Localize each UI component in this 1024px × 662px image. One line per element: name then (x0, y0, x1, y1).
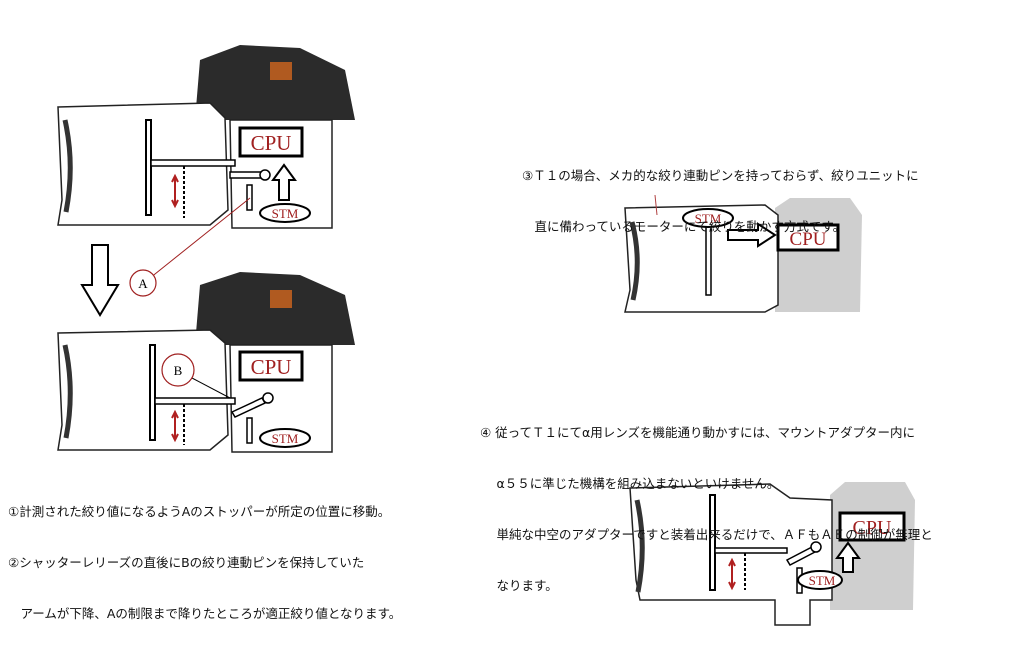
arrow-right-icon (727, 222, 777, 248)
callout-a (129, 269, 157, 297)
stm-label: STM (272, 431, 299, 446)
camera-prism-cutaway (195, 45, 355, 120)
alpha55-diagram-after: CPU STM B (57, 272, 355, 453)
cpu-label: CPU (251, 131, 292, 155)
t1-diagram: STM CPU (624, 194, 862, 313)
note-line: ③Ｔ１の場合、メカ的な絞り連動ピンを持っておらず、絞りユニットに (522, 168, 919, 183)
note-line: アームが下降、Aの制限まで降りたところが適正絞り値となります。 (8, 606, 402, 621)
note-line: 単純な中空のアダプターですと装着出来るだけで、ＡＦもＡＥの制御が無理と (480, 527, 933, 542)
alpha55-diagram-before: CPU STM A (57, 45, 355, 317)
note-line: ②シャッターレリーズの直後にBの絞り連動ピンを保持していた (8, 555, 365, 570)
lens-barrel (57, 102, 229, 226)
note-line: ④ 従ってＴ１にてα用レンズを機能通り動かすには、マウントアダプター内に (480, 425, 916, 440)
t1-adapter-diagram: CPU STM (629, 482, 915, 626)
callout-b (161, 353, 195, 387)
note-adapter: ④ 従ってＴ１にてα用レンズを機能通り動かすには、マウントアダプター内に α５５… (480, 390, 933, 611)
stm-label: STM (809, 573, 836, 588)
stm-label: STM (695, 211, 722, 226)
cpu-label: CPU (853, 517, 892, 539)
cpu-label: CPU (790, 229, 827, 250)
note-alpha55-mechanism: ①計測された絞り値になるようAのストッパーが所定の位置に移動。 ②シャッターレリ… (8, 469, 401, 639)
note-line: α５５に準じた機構を組み込まないといけません。 (480, 476, 780, 491)
stm-ellipse (259, 203, 311, 223)
stm-label: STM (272, 206, 299, 221)
note-line: なります。 (480, 578, 558, 593)
cpu-box (238, 126, 304, 158)
stopper-a (246, 184, 253, 211)
callout-a-label: A (138, 276, 148, 291)
arrow-up-icon (271, 163, 297, 201)
note-line: 直に備わっているモーターにて絞りを動かす方式です。 (522, 219, 846, 234)
arrow-down-icon (80, 244, 120, 317)
note-t1-mechanism: ③Ｔ１の場合、メカ的な絞り連動ピンを持っておらず、絞りユニットに 直に備わってい… (522, 133, 919, 252)
note-line: ①計測された絞り値になるようAのストッパーが所定の位置に移動。 (8, 504, 391, 519)
cpu-label: CPU (251, 355, 292, 379)
callout-b-label: B (174, 363, 183, 378)
front-element (62, 119, 73, 213)
